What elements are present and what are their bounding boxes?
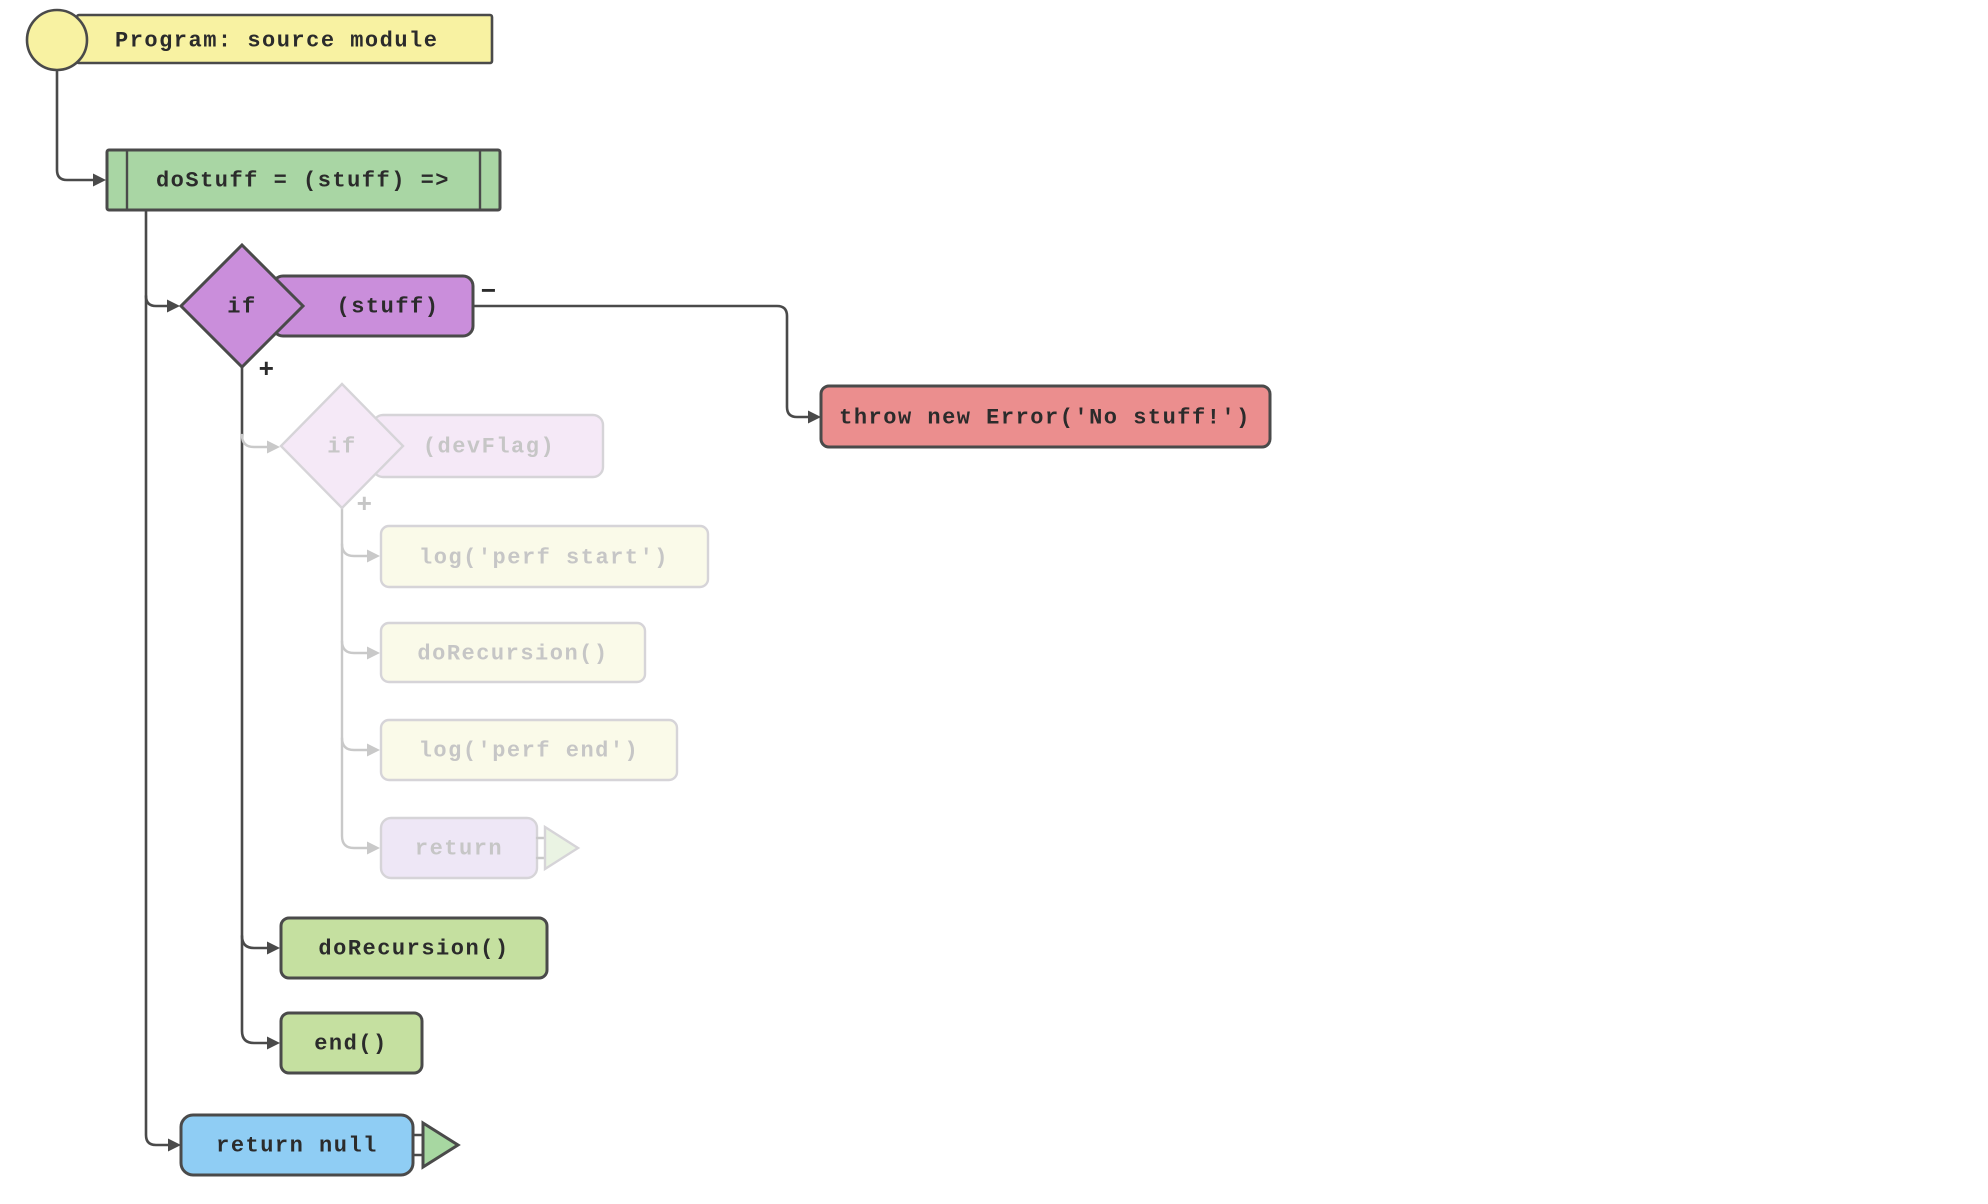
arrowhead-icon [267,941,280,955]
edge-function-to-if-stuff [144,294,180,313]
end-call-label: end() [314,1032,388,1057]
log-perf-end-label: log('perf end') [419,739,640,764]
node-if-stuff: if (stuff) − + [178,242,497,385]
function-label: doStuff = (stuff) => [156,169,450,194]
edge-faded-to-log-perf-end [340,736,380,757]
edge-to-do-recursion [240,934,280,955]
node-return-skipped-faded: return [379,816,581,880]
return-skipped-arrow-icon [543,824,581,872]
return-skipped-box [379,816,539,880]
if-stuff-condition: (stuff) [337,295,440,320]
edge-start-to-function [55,68,106,187]
node-log-perf-end-faded: log('perf end') [379,718,679,782]
arrowhead-icon [267,1036,280,1050]
edge-faded-to-if-devflag [240,433,280,454]
devflag-branch-positive-label: + [356,490,373,520]
arrowhead-icon [808,410,821,424]
node-program: Program: source module [25,8,494,72]
node-do-recursion: doRecursion() [279,916,549,980]
arrowhead-icon [167,299,180,313]
return-null-arrow-icon [421,1120,461,1170]
if-stuff-keyword: if [227,295,256,320]
if-stuff-diamond-icon [178,242,306,370]
if-devflag-condition: (devFlag) [423,435,555,460]
log-perf-start-box [379,524,710,589]
do-recursion-skipped-label: doRecursion() [417,642,608,667]
branch-negative-label: − [480,277,497,307]
log-perf-start-label: log('perf start') [419,546,669,571]
start-circle-icon [25,8,89,72]
arrowhead-icon [367,841,380,855]
do-recursion-skipped-box [379,621,647,684]
node-if-devflag-faded: if (devFlag) + [279,382,605,520]
function-box [105,148,502,212]
branch-positive-label: + [258,355,275,385]
arrowhead-icon [367,743,380,757]
do-recursion-box [279,916,549,980]
edge-if-stuff-negative-to-throw [471,304,821,424]
node-do-stuff-function: doStuff = (stuff) => [105,148,502,212]
return-null-label: return null [216,1134,378,1159]
edge-faded-to-log-perf-start [340,542,380,563]
if-devflag-keyword: if [327,435,356,460]
arrowhead-icon [267,440,280,454]
log-perf-end-box [379,718,679,782]
node-end-call: end() [279,1011,424,1075]
edge-if-stuff-positive-to-end [240,365,280,1050]
edge-faded-devflag-to-return [340,506,380,855]
program-label: Program: source module [115,29,438,54]
return-skipped-label: return [415,837,503,862]
return-null-box [179,1113,415,1177]
end-call-box [279,1011,424,1075]
throw-error-label: throw new Error('No stuff!') [839,406,1251,431]
edge-faded-to-do-recursion-skipped [340,639,380,660]
arrowhead-icon [367,646,380,660]
arrowhead-icon [93,173,106,187]
do-recursion-label: doRecursion() [318,937,509,962]
node-do-recursion-skipped-faded: doRecursion() [379,621,647,684]
if-devflag-diamond-icon [279,382,405,510]
throw-error-box [819,384,1272,449]
node-return-null: return null [179,1113,461,1177]
arrowhead-icon [168,1138,181,1152]
node-log-perf-start-faded: log('perf start') [379,524,710,589]
arrowhead-icon [367,549,380,563]
edge-function-to-return-null [144,208,181,1152]
node-throw-error: throw new Error('No stuff!') [819,384,1272,449]
